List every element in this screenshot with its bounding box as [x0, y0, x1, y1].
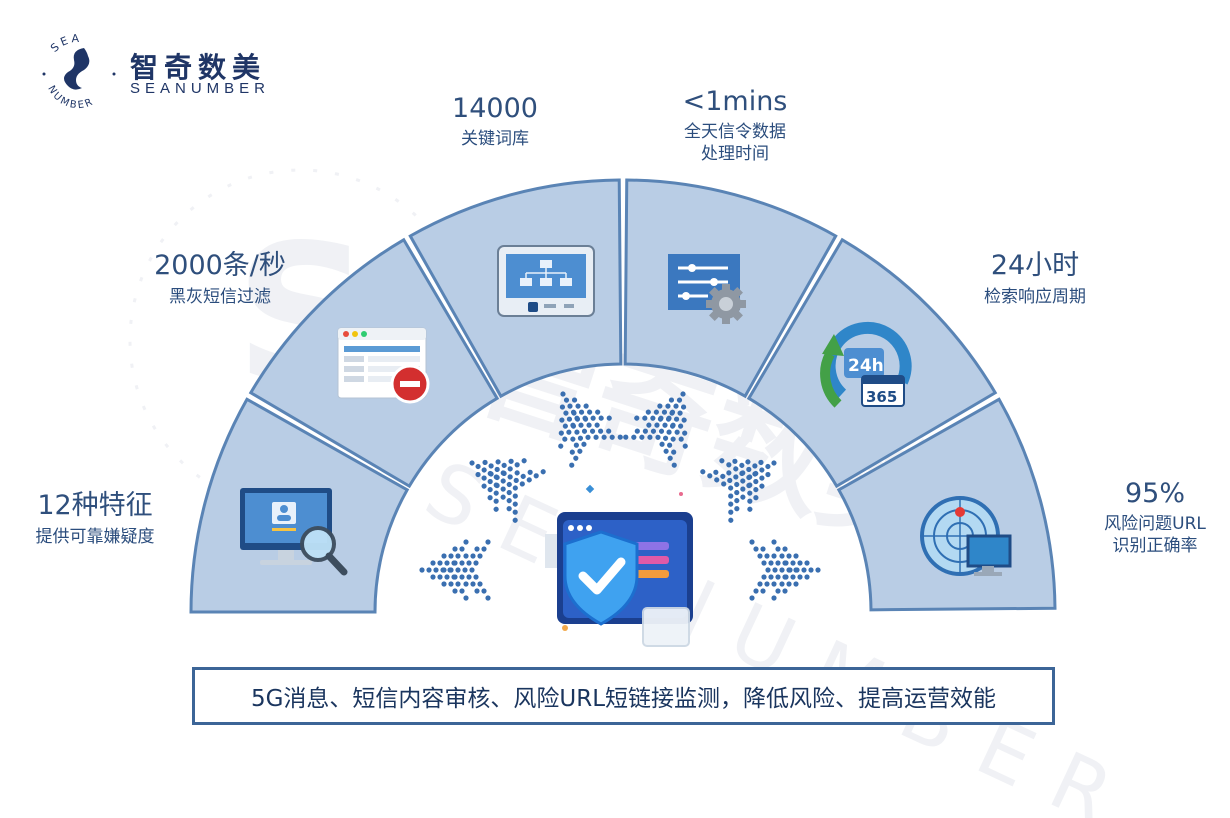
stat-response-cycle-value: 24小时: [990, 250, 1080, 281]
brand-name-en: SEANUMBER: [130, 80, 271, 97]
stat-features-value: 12种特征: [37, 490, 153, 521]
calendar-365-text: 365: [866, 388, 897, 406]
brand-logo: SEA NUMBER 智奇数美 SEANUMBER: [38, 30, 298, 111]
stat-accuracy-value: 95%: [1124, 478, 1185, 509]
settings-panel-icon: [668, 254, 746, 324]
dotted-arrows: [419, 391, 821, 601]
stat-features-label: 提供可靠嫌疑度: [35, 527, 155, 547]
dotted-arrow: [469, 458, 546, 523]
seahorse-logo-icon: SEA NUMBER: [42, 32, 116, 111]
calendar-24h-icon: 24h 365: [820, 321, 912, 408]
calendar-24h-text: 24h: [848, 356, 884, 376]
brand-name-cn: 智奇数美: [130, 51, 267, 84]
stat-processing-time-label-1: 全天信令数据: [684, 122, 786, 142]
stat-sms-filter-label: 黑灰短信过滤: [169, 287, 271, 307]
stat-accuracy-label-1: 风险问题URL: [1104, 514, 1206, 534]
stat-response-cycle-label: 检索响应周期: [984, 287, 1086, 307]
stat-keywords-value: 14000: [452, 93, 538, 124]
security-shield-icon: [545, 484, 693, 647]
stat-processing-time-value: <1mins: [682, 86, 788, 117]
blocked-window-icon: [337, 327, 430, 404]
stat-sms-filter-value: 2000条/秒: [154, 250, 286, 281]
stat-sms-filter: 2000条/秒 黑灰短信过滤: [125, 243, 315, 308]
dotted-arrow: [700, 458, 777, 523]
stat-features: 12种特征 提供可靠嫌疑度: [10, 483, 180, 548]
org-chart-device-icon: [497, 245, 595, 317]
monitor-magnifier-icon: [240, 488, 348, 576]
dotted-arrow: [558, 391, 623, 468]
stat-response-cycle: 24小时 检索响应周期: [950, 243, 1120, 308]
summary-banner: 5G消息、短信内容审核、风险URL短链接监测，降低风险、提高运营效能: [192, 667, 1055, 725]
dotted-arrow: [623, 391, 688, 468]
stat-keywords-label: 关键词库: [461, 129, 529, 149]
stat-accuracy: 95% 风险问题URL 识别正确率: [1080, 478, 1230, 557]
stat-processing-time-label-2: 处理时间: [701, 144, 769, 164]
stat-accuracy-label-2: 识别正确率: [1112, 536, 1198, 556]
dotted-arrow: [419, 539, 491, 601]
radar-monitor-icon: [920, 496, 1012, 576]
dotted-arrow: [749, 539, 821, 601]
stat-keywords: 14000 关键词库: [410, 93, 580, 150]
stat-processing-time: <1mins 全天信令数据 处理时间: [650, 86, 820, 165]
